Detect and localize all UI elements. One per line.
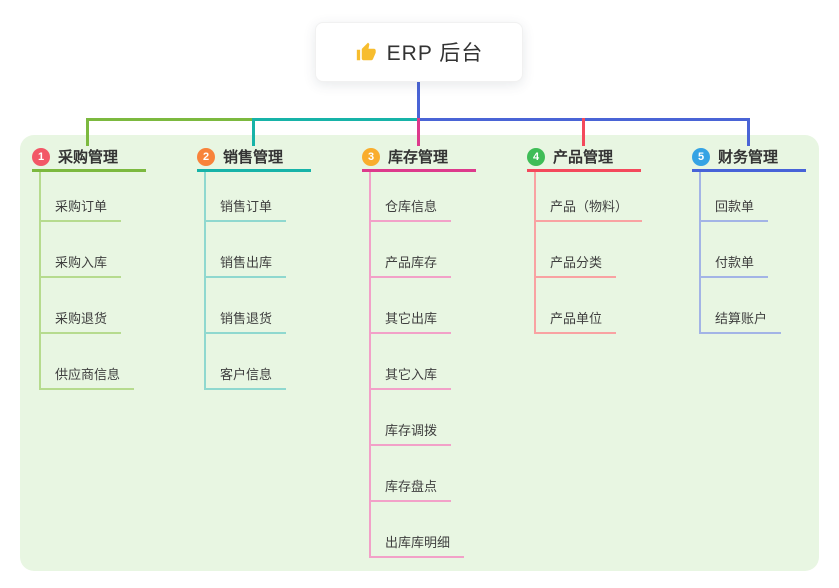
connector-horizontal-green [86, 118, 254, 121]
branch-children: 销售订单 销售出库 销售退货 客户信息 [204, 172, 287, 390]
connector-drop-branch1 [86, 118, 89, 146]
branch-label: 采购管理 [58, 149, 119, 166]
branch-sales: 2 销售管理 销售订单 销售出库 销售退货 客户信息 [197, 147, 311, 390]
connector-drop-branch4 [582, 118, 585, 146]
branch-children: 回款单 付款单 结算账户 [699, 172, 782, 334]
tree-node[interactable]: 销售退货 [206, 278, 287, 334]
branch-number-badge: 1 [32, 147, 50, 166]
connector-horizontal-teal [254, 118, 420, 121]
tree-node[interactable]: 其它入库 [371, 334, 464, 390]
branch-node[interactable]: 4 产品管理 [527, 147, 641, 172]
branch-purchase: 1 采购管理 采购订单 采购入库 采购退货 供应商信息 [32, 147, 146, 390]
tree-node[interactable]: 库存调拨 [371, 390, 464, 446]
branch-label: 销售管理 [223, 149, 284, 166]
branch-number-badge: 5 [692, 147, 710, 166]
tree-node[interactable]: 仓库信息 [371, 172, 464, 222]
connector-drop-branch5 [747, 118, 750, 146]
tree-node[interactable]: 销售订单 [206, 172, 287, 222]
branch-product: 4 产品管理 产品（物料） 产品分类 产品单位 [527, 147, 643, 334]
tree-node[interactable]: 产品库存 [371, 222, 464, 278]
branches-panel [20, 135, 819, 571]
branch-children: 采购订单 采购入库 采购退货 供应商信息 [39, 172, 135, 390]
tree-node[interactable]: 供应商信息 [41, 334, 135, 390]
branch-node[interactable]: 1 采购管理 [32, 147, 146, 172]
branch-number-badge: 2 [197, 147, 215, 166]
root-label: ERP 后台 [386, 42, 484, 65]
branch-label: 财务管理 [718, 149, 779, 166]
tree-node[interactable]: 产品（物料） [536, 172, 643, 222]
branch-node[interactable]: 2 销售管理 [197, 147, 311, 172]
branch-node[interactable]: 3 库存管理 [362, 147, 476, 172]
tree-node[interactable]: 客户信息 [206, 334, 287, 390]
branch-inventory: 3 库存管理 仓库信息 产品库存 其它出库 其它入库 库存调拨 库存盘点 出库库… [362, 147, 476, 558]
tree-node[interactable]: 其它出库 [371, 278, 464, 334]
tree-node[interactable]: 采购订单 [41, 172, 134, 222]
tree-node[interactable]: 销售出库 [206, 222, 287, 278]
root-node[interactable]: ERP 后台 [315, 22, 523, 82]
branch-label: 库存管理 [388, 149, 449, 166]
branch-node[interactable]: 5 财务管理 [692, 147, 806, 172]
tree-node[interactable]: 采购入库 [41, 222, 134, 278]
tree-node[interactable]: 产品单位 [536, 278, 642, 334]
tree-node[interactable]: 回款单 [701, 172, 781, 222]
branch-number-badge: 3 [362, 147, 380, 166]
connector-root-drop [417, 82, 420, 121]
branch-children: 仓库信息 产品库存 其它出库 其它入库 库存调拨 库存盘点 出库库明细 [369, 172, 465, 558]
tree-node[interactable]: 付款单 [701, 222, 781, 278]
connector-horizontal-blue [420, 118, 750, 121]
tree-node[interactable]: 出库库明细 [371, 502, 465, 558]
tree-node[interactable]: 采购退货 [41, 278, 134, 334]
branch-finance: 5 财务管理 回款单 付款单 结算账户 [692, 147, 806, 334]
tree-node[interactable]: 库存盘点 [371, 446, 464, 502]
branch-label: 产品管理 [553, 149, 614, 166]
connector-drop-branch3 [417, 118, 420, 146]
thumbs-up-icon [355, 41, 377, 63]
branch-children: 产品（物料） 产品分类 产品单位 [534, 172, 643, 334]
connector-drop-branch2 [252, 118, 255, 146]
tree-node[interactable]: 结算账户 [701, 278, 782, 334]
branch-number-badge: 4 [527, 147, 545, 166]
tree-node[interactable]: 产品分类 [536, 222, 642, 278]
